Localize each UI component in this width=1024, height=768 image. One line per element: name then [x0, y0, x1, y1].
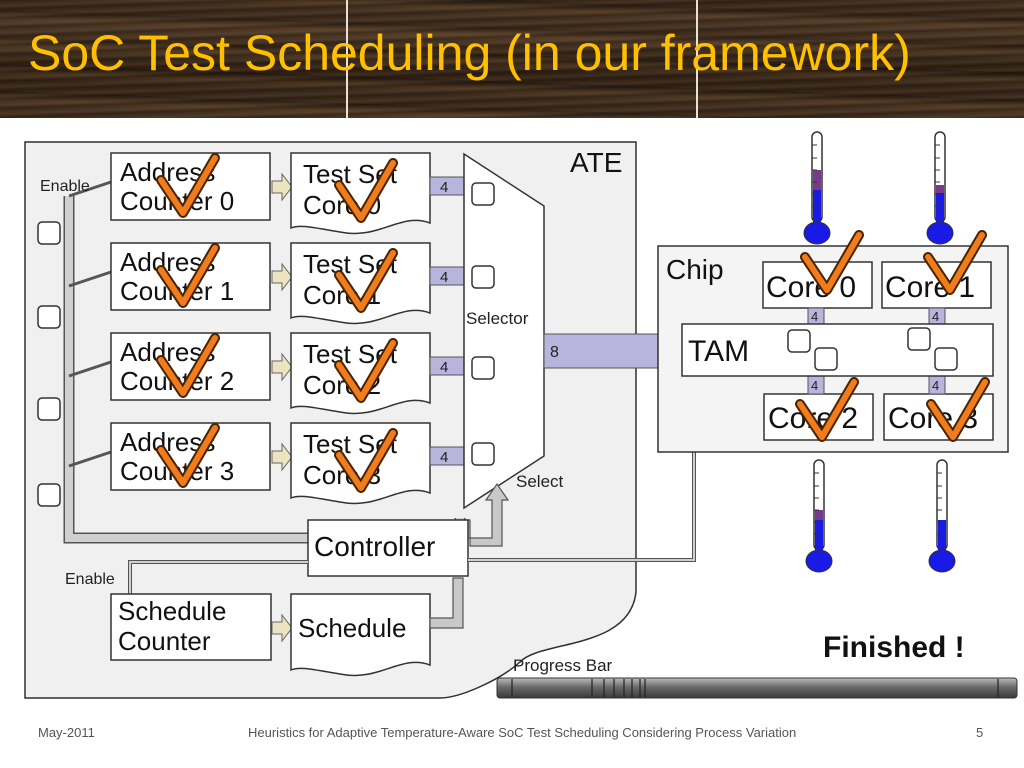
tam-port-0b[interactable] — [814, 347, 838, 371]
schedule-label: Schedule — [298, 613, 406, 643]
bus-test-1-width: 4 — [440, 269, 448, 286]
tam-port-1b[interactable] — [934, 347, 958, 371]
progress-bar-label: Progress Bar — [513, 656, 613, 675]
selector-mux — [463, 152, 545, 510]
thermometer-icon — [928, 459, 956, 573]
enable-toggle-3[interactable] — [37, 483, 61, 507]
arrow-counter-0 — [271, 172, 293, 202]
slide-title: SoC Test Scheduling (in our framework) — [28, 25, 911, 81]
enable-toggle-2[interactable] — [37, 397, 61, 421]
bus-test-0-width: 4 — [440, 179, 448, 196]
tam-port-0a[interactable] — [787, 329, 811, 353]
selector-input-3[interactable] — [471, 442, 495, 466]
selector-label: Selector — [466, 309, 529, 328]
progress-bar — [496, 677, 1018, 699]
thermometer-icon — [803, 131, 831, 245]
core-bus-0-width: 4 — [811, 309, 818, 324]
chip-core-0-label: Core 0 — [766, 271, 856, 304]
test-set-2 — [290, 332, 431, 415]
select-arrow — [457, 482, 510, 547]
main-bus-width-left: 8 — [550, 344, 559, 361]
footer-date: May-2011 — [38, 725, 95, 740]
test-set-1 — [290, 242, 431, 325]
core-bus-2-width: 4 — [811, 378, 818, 393]
enable-toggle-1[interactable] — [37, 305, 61, 329]
schedule-controller-arrow — [429, 577, 464, 629]
arrow-counter-3 — [271, 442, 293, 472]
schedule-counter-line2: Counter — [118, 626, 211, 656]
title-banner: SoC Test Scheduling (in our framework) — [0, 0, 1024, 118]
bus-test-3-width: 4 — [440, 449, 448, 466]
schedule-enable-label: Enable — [65, 571, 115, 588]
footer-title: Heuristics for Adaptive Temperature-Awar… — [248, 725, 797, 740]
bus-test-2-width: 4 — [440, 359, 448, 376]
ate-label: ATE — [570, 147, 622, 178]
test-set-0 — [290, 152, 431, 235]
core-bus-1-width: 4 — [932, 309, 939, 324]
selector-input-1[interactable] — [471, 265, 495, 289]
finished-label: Finished ! — [823, 631, 965, 664]
schedule-doc — [290, 593, 431, 677]
thermometer-icon — [926, 131, 954, 245]
chip-label: Chip — [666, 254, 724, 285]
enable-label: Enable — [40, 178, 90, 195]
thermometer-icon — [805, 459, 833, 573]
tam-port-1a[interactable] — [907, 327, 931, 351]
controller-label: Controller — [314, 531, 435, 562]
schedule-counter-box — [110, 593, 272, 661]
arrow-counter-1 — [271, 262, 293, 292]
core-bus-3-width: 4 — [932, 378, 939, 393]
arrow-schedule-counter — [271, 613, 293, 643]
footer-page-number: 5 — [976, 725, 984, 740]
controller-box — [307, 519, 469, 577]
selector-input-2[interactable] — [471, 356, 495, 380]
select-label: Select — [516, 472, 564, 491]
enable-toggle-0[interactable] — [37, 221, 61, 245]
arrow-counter-2 — [271, 352, 293, 382]
selector-input-0[interactable] — [471, 182, 495, 206]
tam-label: TAM — [688, 335, 749, 368]
schedule-counter-line1: Schedule — [118, 596, 226, 626]
test-set-3 — [290, 422, 431, 505]
